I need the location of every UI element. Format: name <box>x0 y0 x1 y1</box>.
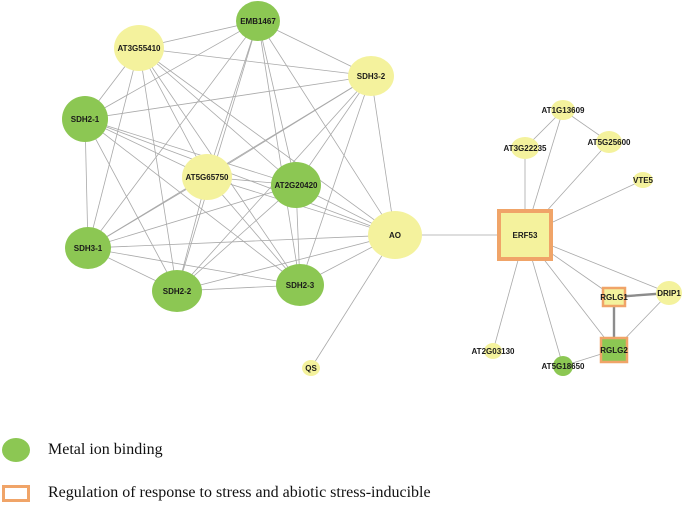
node-label: SDH2-1 <box>71 115 100 124</box>
node-at5g25600[interactable]: AT5G25600 <box>588 131 632 153</box>
node-at3g55410[interactable]: AT3G55410 <box>114 25 164 71</box>
node-shape <box>551 100 575 120</box>
node-label: AT2G20420 <box>275 181 319 190</box>
edge-at3g55410-sdh3-1 <box>87 47 140 249</box>
node-label: SDH3-2 <box>357 72 386 81</box>
node-label: AT5G18650 <box>542 362 586 371</box>
node-shape <box>236 1 280 41</box>
node-label: SDH2-2 <box>163 287 192 296</box>
node-ao[interactable]: AO <box>368 211 422 259</box>
edge-at2g20420-sdh2-2 <box>176 184 297 292</box>
edge-emb1467-ao <box>257 20 396 236</box>
edge-sdh3-2-sdh3-1 <box>87 75 372 249</box>
node-sdh2-1[interactable]: SDH2-1 <box>62 96 108 142</box>
node-shape <box>114 25 164 71</box>
node-sdh2-3[interactable]: SDH2-3 <box>276 264 324 306</box>
edge-at3g55410-sdh2-2 <box>138 47 178 292</box>
legend-metal-label: Metal ion binding <box>48 441 163 458</box>
node-at3g22235[interactable]: AT3G22235 <box>504 137 548 159</box>
edge-at3g55410-at5g65750 <box>138 47 208 178</box>
edge-emb1467-sdh2-3 <box>257 20 301 286</box>
edge-sdh2-1-sdh2-2 <box>84 118 178 292</box>
node-label: AT5G65750 <box>186 173 230 182</box>
node-sdh3-1[interactable]: SDH3-1 <box>65 227 111 269</box>
edge-emb1467-sdh2-1 <box>84 20 259 120</box>
node-at5g65750[interactable]: AT5G65750 <box>182 154 232 200</box>
edge-sdh3-2-ao <box>370 75 396 236</box>
node-sdh3-2[interactable]: SDH3-2 <box>348 56 394 96</box>
edge-at3g55410-ao <box>138 47 396 236</box>
edge-at3g55410-sdh3-2 <box>138 47 372 77</box>
network-diagram: EMB1467AT3G55410SDH3-2SDH2-1AT5G65750AT2… <box>62 1 682 376</box>
node-label: VTE5 <box>633 176 654 185</box>
node-shape <box>276 264 324 306</box>
node-label: AT2G03130 <box>472 347 516 356</box>
edge-sdh3-2-sdh2-3 <box>299 75 372 286</box>
node-at2g03130[interactable]: AT2G03130 <box>472 343 516 359</box>
node-label: AT3G22235 <box>504 144 548 153</box>
edge-at2g20420-sdh3-1 <box>87 184 297 249</box>
stress-swatch-icon <box>2 484 30 502</box>
edge-sdh2-1-ao <box>84 118 396 236</box>
edge-sdh2-1-at2g20420 <box>84 118 297 186</box>
edge-emb1467-at2g20420 <box>257 20 297 186</box>
edge-emb1467-at5g65750 <box>206 20 259 178</box>
node-at1g13609[interactable]: AT1G13609 <box>542 100 586 120</box>
node-qs[interactable]: QS <box>302 360 320 376</box>
node-label: AT5G25600 <box>588 138 632 147</box>
node-shape <box>182 154 232 200</box>
edge-at3g55410-at2g20420 <box>138 47 297 186</box>
legend-item-metal: Metal ion binding <box>0 438 163 462</box>
node-sdh2-2[interactable]: SDH2-2 <box>152 270 202 312</box>
node-label: RGLG1 <box>600 293 628 302</box>
node-shape <box>62 96 108 142</box>
edge-emb1467-sdh2-2 <box>176 20 259 292</box>
edge-sdh2-1-sdh2-3 <box>84 118 301 286</box>
legend-stress-label: Regulation of response to stress and abi… <box>48 484 431 501</box>
node-rglg1[interactable]: RGLG1 <box>600 286 628 308</box>
edge-ao-qs <box>310 234 396 369</box>
node-shape <box>599 336 629 364</box>
node-erf53[interactable]: ERF53 <box>497 209 553 261</box>
node-at5g18650[interactable]: AT5G18650 <box>542 356 586 376</box>
node-label: DRIP1 <box>657 289 681 298</box>
node-label: SDH2-3 <box>286 281 315 290</box>
node-label: EMB1467 <box>240 17 276 26</box>
node-label: ERF53 <box>513 231 538 240</box>
node-vte5[interactable]: VTE5 <box>633 172 654 188</box>
edge-sdh3-1-ao <box>87 234 396 249</box>
node-shape <box>553 356 573 376</box>
edge-emb1467-sdh3-1 <box>87 20 259 249</box>
node-shape <box>368 211 422 259</box>
legend-item-stress: Regulation of response to stress and abi… <box>0 484 431 502</box>
node-rglg2[interactable]: RGLG2 <box>599 336 629 364</box>
node-label: AO <box>389 231 401 240</box>
node-shape <box>152 270 202 312</box>
node-drip1[interactable]: DRIP1 <box>656 281 682 305</box>
node-shape <box>633 172 653 188</box>
metal-swatch-icon <box>2 438 30 462</box>
node-shape <box>348 56 394 96</box>
node-shape <box>511 137 539 159</box>
edge-sdh3-1-sdh2-3 <box>87 247 301 286</box>
node-at2g20420[interactable]: AT2G20420 <box>271 162 321 208</box>
node-shape <box>65 227 111 269</box>
node-label: AT1G13609 <box>542 106 586 115</box>
node-emb1467[interactable]: EMB1467 <box>236 1 280 41</box>
node-shape <box>302 360 320 376</box>
node-shape <box>596 131 622 153</box>
node-shape <box>656 281 682 305</box>
node-label: QS <box>305 364 317 373</box>
node-label: SDH3-1 <box>74 244 103 253</box>
node-shape <box>601 286 627 308</box>
node-shape <box>484 343 502 359</box>
node-layer: EMB1467AT3G55410SDH3-2SDH2-1AT5G65750AT2… <box>62 1 682 376</box>
edge-sdh3-2-sdh2-1 <box>84 75 372 120</box>
node-shape <box>497 209 553 261</box>
edge-sdh2-2-ao <box>176 234 396 292</box>
node-label: RGLG2 <box>600 346 628 355</box>
node-label: AT3G55410 <box>118 44 162 53</box>
node-shape <box>271 162 321 208</box>
